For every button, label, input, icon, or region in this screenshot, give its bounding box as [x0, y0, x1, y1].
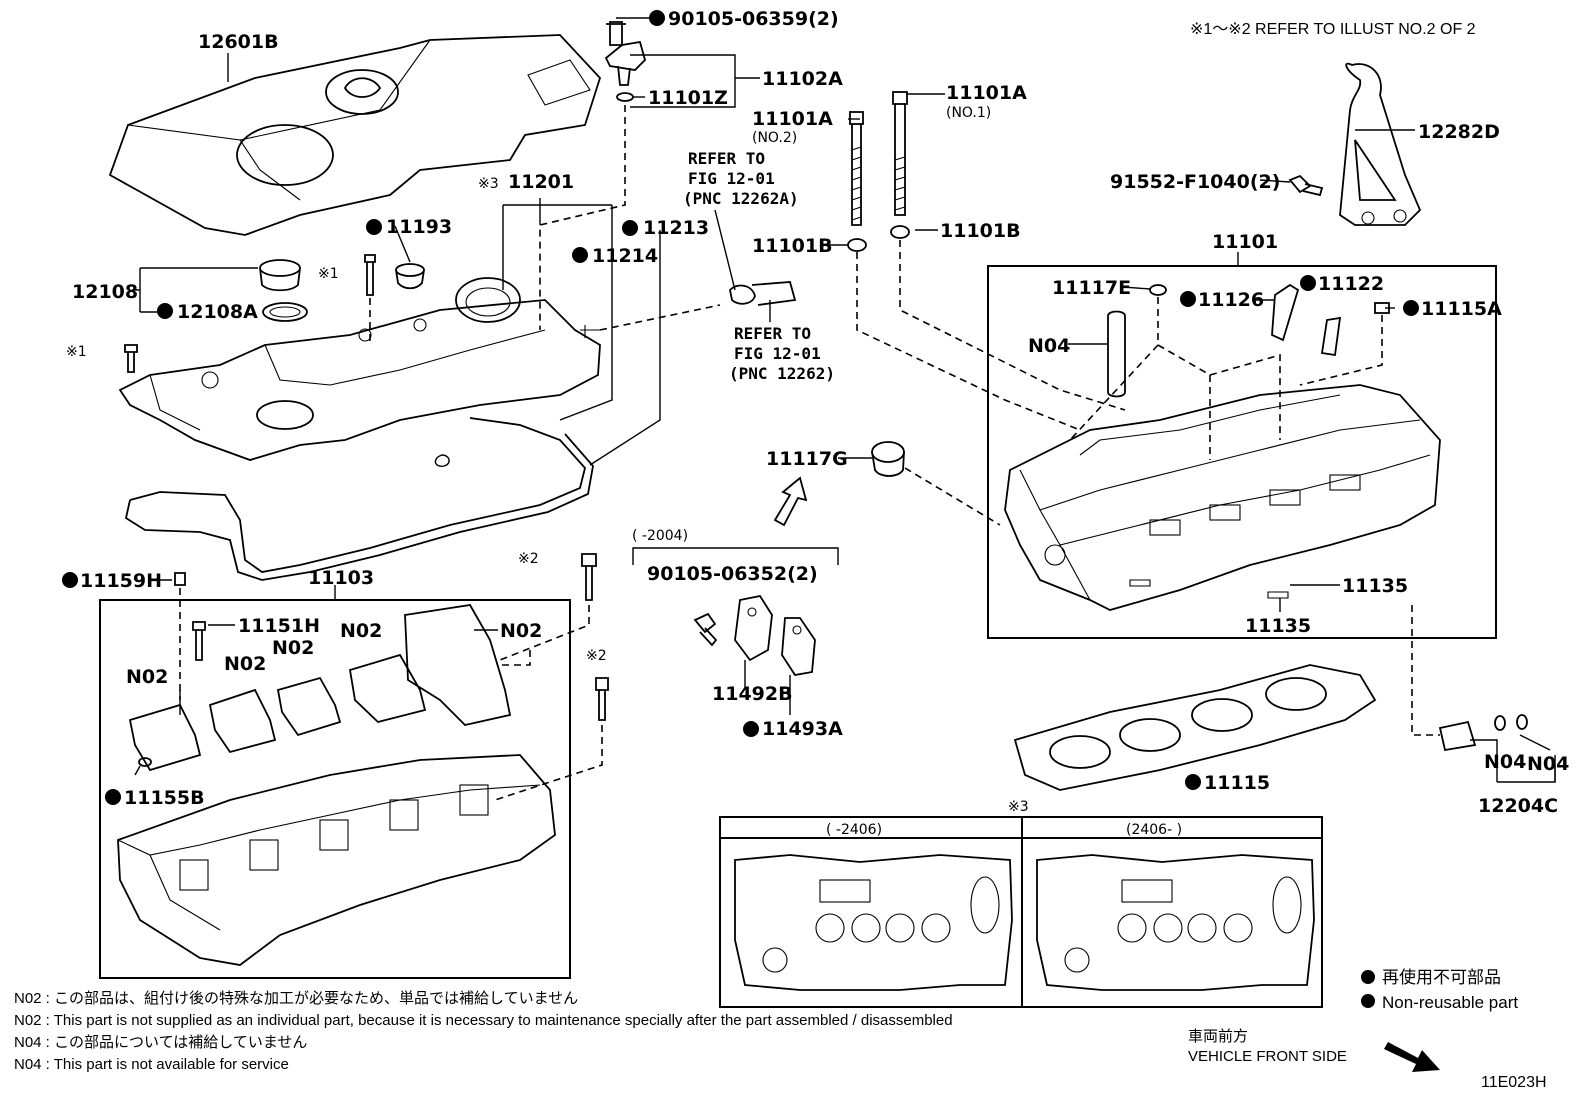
front-jp: 車両前方 — [1188, 1028, 1249, 1045]
legend-jp: 再使用不可部品 — [1382, 968, 1501, 987]
label-11115: 11115 — [1204, 772, 1270, 794]
label-n04-b: N04 — [1484, 751, 1526, 773]
label-11135-b: 11135 — [1245, 615, 1311, 637]
note-n04-en: N04 : This part is not available for ser… — [14, 1056, 289, 1073]
label-90105-06352: 90105-06352(2) — [647, 563, 818, 585]
vehicle-front-label: 車両前方 VEHICLE FRONT SIDE — [1188, 1027, 1347, 1067]
label-11492B: 11492B — [712, 683, 793, 705]
label-11101B-left: 11101B — [752, 235, 833, 257]
note-n04-jp: N04 : この部品については補給していません — [14, 1034, 308, 1051]
label-range-2406-after: (2406- ) — [1126, 822, 1182, 838]
mark-3-b: ※3 — [1008, 799, 1029, 815]
ref-2-line-3: (PNC 12262) — [729, 364, 835, 383]
ref-1-line-3: (PNC 12262A) — [683, 189, 799, 208]
label-11101A-no1: 11101A — [946, 82, 1027, 104]
cylinder-head-cover-drawing — [118, 277, 721, 461]
label-range-2004: ( -2004) — [632, 528, 688, 544]
mark-1-b: ※1 — [66, 344, 87, 360]
oil-filler-cap-drawing — [124, 254, 425, 373]
mark-1-a: ※1 — [318, 266, 339, 282]
label-11103: 11103 — [308, 567, 374, 589]
label-11126: 11126 — [1198, 289, 1264, 311]
head-bolts-drawing — [847, 91, 1126, 431]
label-11151H: 11151H — [238, 615, 320, 637]
label-range-2406-before: ( -2406) — [826, 822, 882, 838]
legend: 再使用不可部品 Non-reusable part — [1358, 965, 1518, 1015]
label-no2: (NO.2) — [752, 130, 797, 146]
ref-1-line-1: REFER TO — [688, 149, 765, 168]
label-n02-4: N02 — [224, 653, 266, 675]
label-11115A: 11115A — [1421, 298, 1502, 320]
label-11117G: 11117G — [766, 448, 848, 470]
mark-2-a: ※2 — [518, 551, 539, 567]
ref-2-line-1: REFER TO — [734, 324, 811, 343]
mark-2-b: ※2 — [586, 648, 607, 664]
engine-hanger-drawing — [1288, 62, 1422, 226]
temperature-sensor-drawing — [1411, 605, 1556, 783]
legend-en: Non-reusable part — [1382, 993, 1519, 1012]
head-cover-variants — [719, 816, 1323, 1008]
illustration-code: 11E023H — [1481, 1074, 1547, 1091]
label-11214: 11214 — [592, 245, 658, 267]
note-n02-en: N02 : This part is not supplied as an in… — [14, 1012, 953, 1029]
label-12282D: 12282D — [1418, 121, 1500, 143]
label-12601B: 12601B — [198, 31, 279, 53]
label-n04-c: N04 — [1527, 753, 1569, 775]
mark-3-a: ※3 — [478, 176, 499, 192]
label-91552: 91552-F1040(2) — [1110, 171, 1280, 193]
legend-markers — [1361, 970, 1375, 1008]
front-direction-arrow — [1384, 1042, 1440, 1072]
footnotes: N02 : この部品は、組付け後の特殊な加工が必要なため、単品では補給していませ… — [14, 988, 953, 1076]
head-cover-gasket-drawing — [124, 417, 594, 581]
label-11122: 11122 — [1318, 273, 1384, 295]
label-12108: 12108 — [72, 281, 138, 303]
label-n02-5: N02 — [126, 666, 168, 688]
front-en: VEHICLE FRONT SIDE — [1188, 1048, 1347, 1065]
ref-1-line-2: FIG 12-01 — [688, 169, 775, 188]
label-n02-2: N02 — [500, 620, 542, 642]
label-11159H: 11159H — [80, 570, 162, 592]
label-11101Z: 11101Z — [648, 87, 728, 109]
label-n04-a: N04 — [1028, 335, 1070, 357]
label-11117E: 11117E — [1052, 277, 1131, 299]
head-gasket-drawing — [1013, 664, 1377, 791]
label-11101A-no2: 11101A — [752, 108, 833, 130]
label-11101: 11101 — [1212, 231, 1278, 253]
ref-2-line-2: FIG 12-01 — [734, 344, 821, 363]
engine-cover-drawing — [108, 34, 602, 236]
label-90105-06359: 90105-06359(2) — [668, 8, 839, 30]
hose-clamp-drawing — [729, 281, 797, 306]
label-12204C: 12204C — [1478, 795, 1558, 817]
plate-gasket-drawing — [632, 547, 839, 676]
non-reusable-markers — [62, 10, 1419, 805]
camshaft-housing-drawing — [99, 553, 609, 979]
illustration-note: ※1～※2 REFER TO ILLUST NO.2 OF 2 — [1190, 21, 1476, 38]
label-11102A: 11102A — [762, 68, 843, 90]
label-11135-a: 11135 — [1342, 575, 1408, 597]
label-11201: 11201 — [508, 171, 574, 193]
cross-references: REFER TO FIG 12-01 (PNC 12262A) REFER TO… — [683, 149, 835, 383]
label-n02-1: N02 — [340, 620, 382, 642]
label-11155B: 11155B — [124, 787, 205, 809]
part-labels: 12601B 90105-06359(2) 11102A 11101Z 1110… — [66, 8, 1569, 838]
cylinder-head-drawing — [987, 265, 1497, 639]
seal-and-direction-arrow — [773, 441, 1001, 527]
label-11493A: 11493A — [762, 718, 843, 740]
label-11101B-right: 11101B — [940, 220, 1021, 242]
label-12108A: 12108A — [177, 301, 258, 323]
label-11213: 11213 — [643, 217, 709, 239]
note-n02-jp: N02 : この部品は、組付け後の特殊な加工が必要なため、単品では補給していませ… — [14, 990, 579, 1007]
label-11193: 11193 — [386, 216, 452, 238]
label-no1: (NO.1) — [946, 105, 991, 121]
leader-lines — [132, 17, 1556, 785]
label-n02-3: N02 — [272, 637, 314, 659]
